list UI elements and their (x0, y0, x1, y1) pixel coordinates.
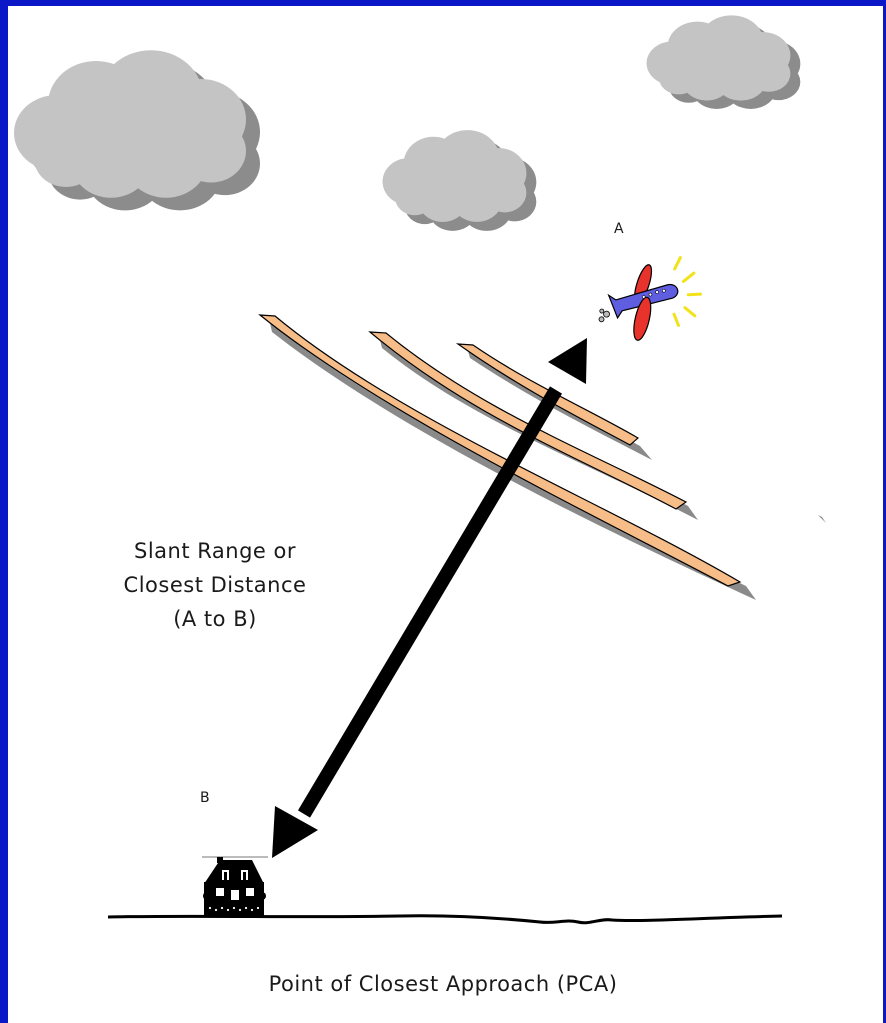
house-icon (202, 857, 268, 916)
cloud-icon (647, 15, 801, 109)
slant-range-caption: Slant Range or Closest Distance (A to B) (90, 534, 340, 636)
point-b-label: B (200, 790, 210, 806)
caption-line: Slant Range or (90, 534, 340, 568)
caption-line: (A to B) (90, 602, 340, 636)
cloud-icon (14, 50, 260, 210)
stray-mark (818, 515, 826, 523)
pca-caption: Point of Closest Approach (PCA) (0, 972, 886, 996)
caption-line: Closest Distance (90, 568, 340, 602)
point-a-label: A (614, 221, 624, 237)
airplane-icon (589, 253, 707, 350)
cloud-icon (383, 130, 537, 231)
ground-line (108, 916, 782, 923)
